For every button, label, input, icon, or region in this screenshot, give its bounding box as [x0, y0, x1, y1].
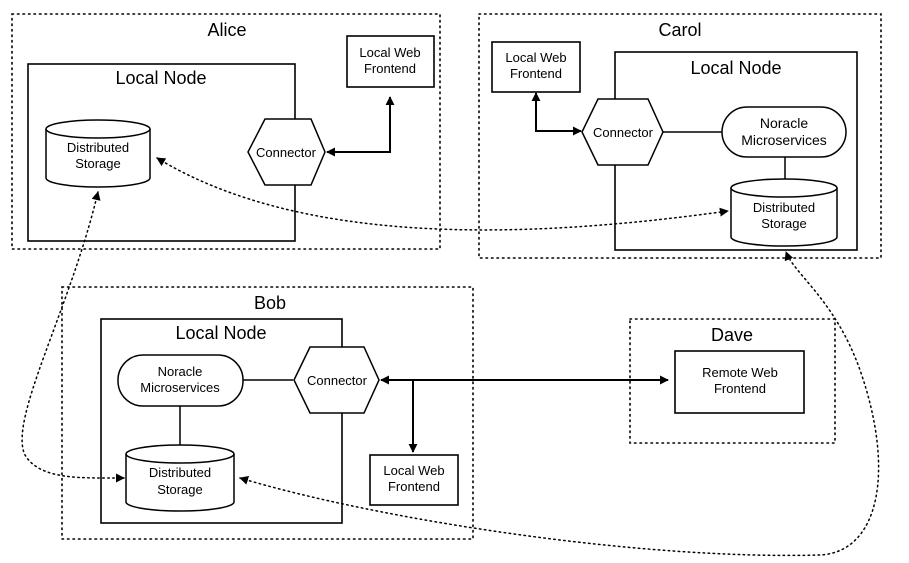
- carol-microservices-label-1: Noracle: [760, 115, 808, 131]
- dave-remote-web-frontend: Remote Web Frontend: [674, 350, 805, 414]
- carol-distributed-storage: Distributed Storage: [730, 178, 838, 247]
- bob-storage-label-1: Distributed: [149, 465, 211, 480]
- carol-group-title: Carol: [658, 20, 701, 40]
- bob-frontend-label-1: Local Web: [383, 463, 444, 478]
- alice-distributed-storage: Distributed Storage: [45, 119, 151, 188]
- alice-connector-label: Connector: [256, 145, 317, 160]
- dave-frontend-label-2: Frontend: [714, 381, 766, 396]
- carol-frontend-connector-arrow: [531, 92, 582, 136]
- dave-group-title: Dave: [711, 325, 753, 345]
- bob-storage-label-2: Storage: [157, 482, 203, 497]
- alice-connector-frontend-arrow: [326, 96, 395, 157]
- bob-connector: Connector: [293, 346, 380, 414]
- alice-storage-label-2: Storage: [75, 156, 121, 171]
- alice-local-node-title: Local Node: [115, 68, 206, 88]
- alice-local-web-frontend: Local Web Frontend: [346, 35, 435, 88]
- bob-connector-label: Connector: [307, 373, 368, 388]
- alice-carol-storage-sync: [156, 157, 729, 231]
- bob-local-web-frontend: Local Web Frontend: [369, 454, 459, 506]
- carol-frontend-label-1: Local Web: [505, 50, 566, 65]
- carol-local-web-frontend: Local Web Frontend: [491, 41, 581, 93]
- bob-group-title: Bob: [254, 293, 286, 313]
- carol-noracle-microservices: Noracle Microservices: [721, 106, 847, 158]
- dave-frontend-label-1: Remote Web: [702, 365, 778, 380]
- carol-local-node-title: Local Node: [690, 58, 781, 78]
- alice-storage-label-1: Distributed: [67, 140, 129, 155]
- bob-distributed-storage: Distributed Storage: [125, 444, 235, 512]
- alice-group-title: Alice: [207, 20, 246, 40]
- bob-microservices-label-2: Microservices: [140, 380, 220, 395]
- carol-storage-label-2: Storage: [761, 216, 807, 231]
- bob-microservices-label-1: Noracle: [158, 364, 203, 379]
- bob-local-node-title: Local Node: [175, 323, 266, 343]
- alice-frontend-label-1: Local Web: [359, 45, 420, 60]
- carol-frontend-label-2: Frontend: [510, 66, 562, 81]
- carol-connector-label: Connector: [593, 125, 654, 140]
- bob-noracle-microservices: Noracle Microservices: [117, 354, 244, 407]
- bob-frontend-label-2: Frontend: [388, 479, 440, 494]
- carol-storage-label-1: Distributed: [753, 200, 815, 215]
- carol-microservices-label-2: Microservices: [741, 132, 827, 148]
- alice-bob-storage-sync: [21, 191, 125, 483]
- alice-group: [11, 13, 441, 250]
- carol-connector: Connector: [581, 98, 664, 166]
- alice-connector: Connector: [247, 118, 326, 186]
- alice-frontend-label-2: Frontend: [364, 61, 416, 76]
